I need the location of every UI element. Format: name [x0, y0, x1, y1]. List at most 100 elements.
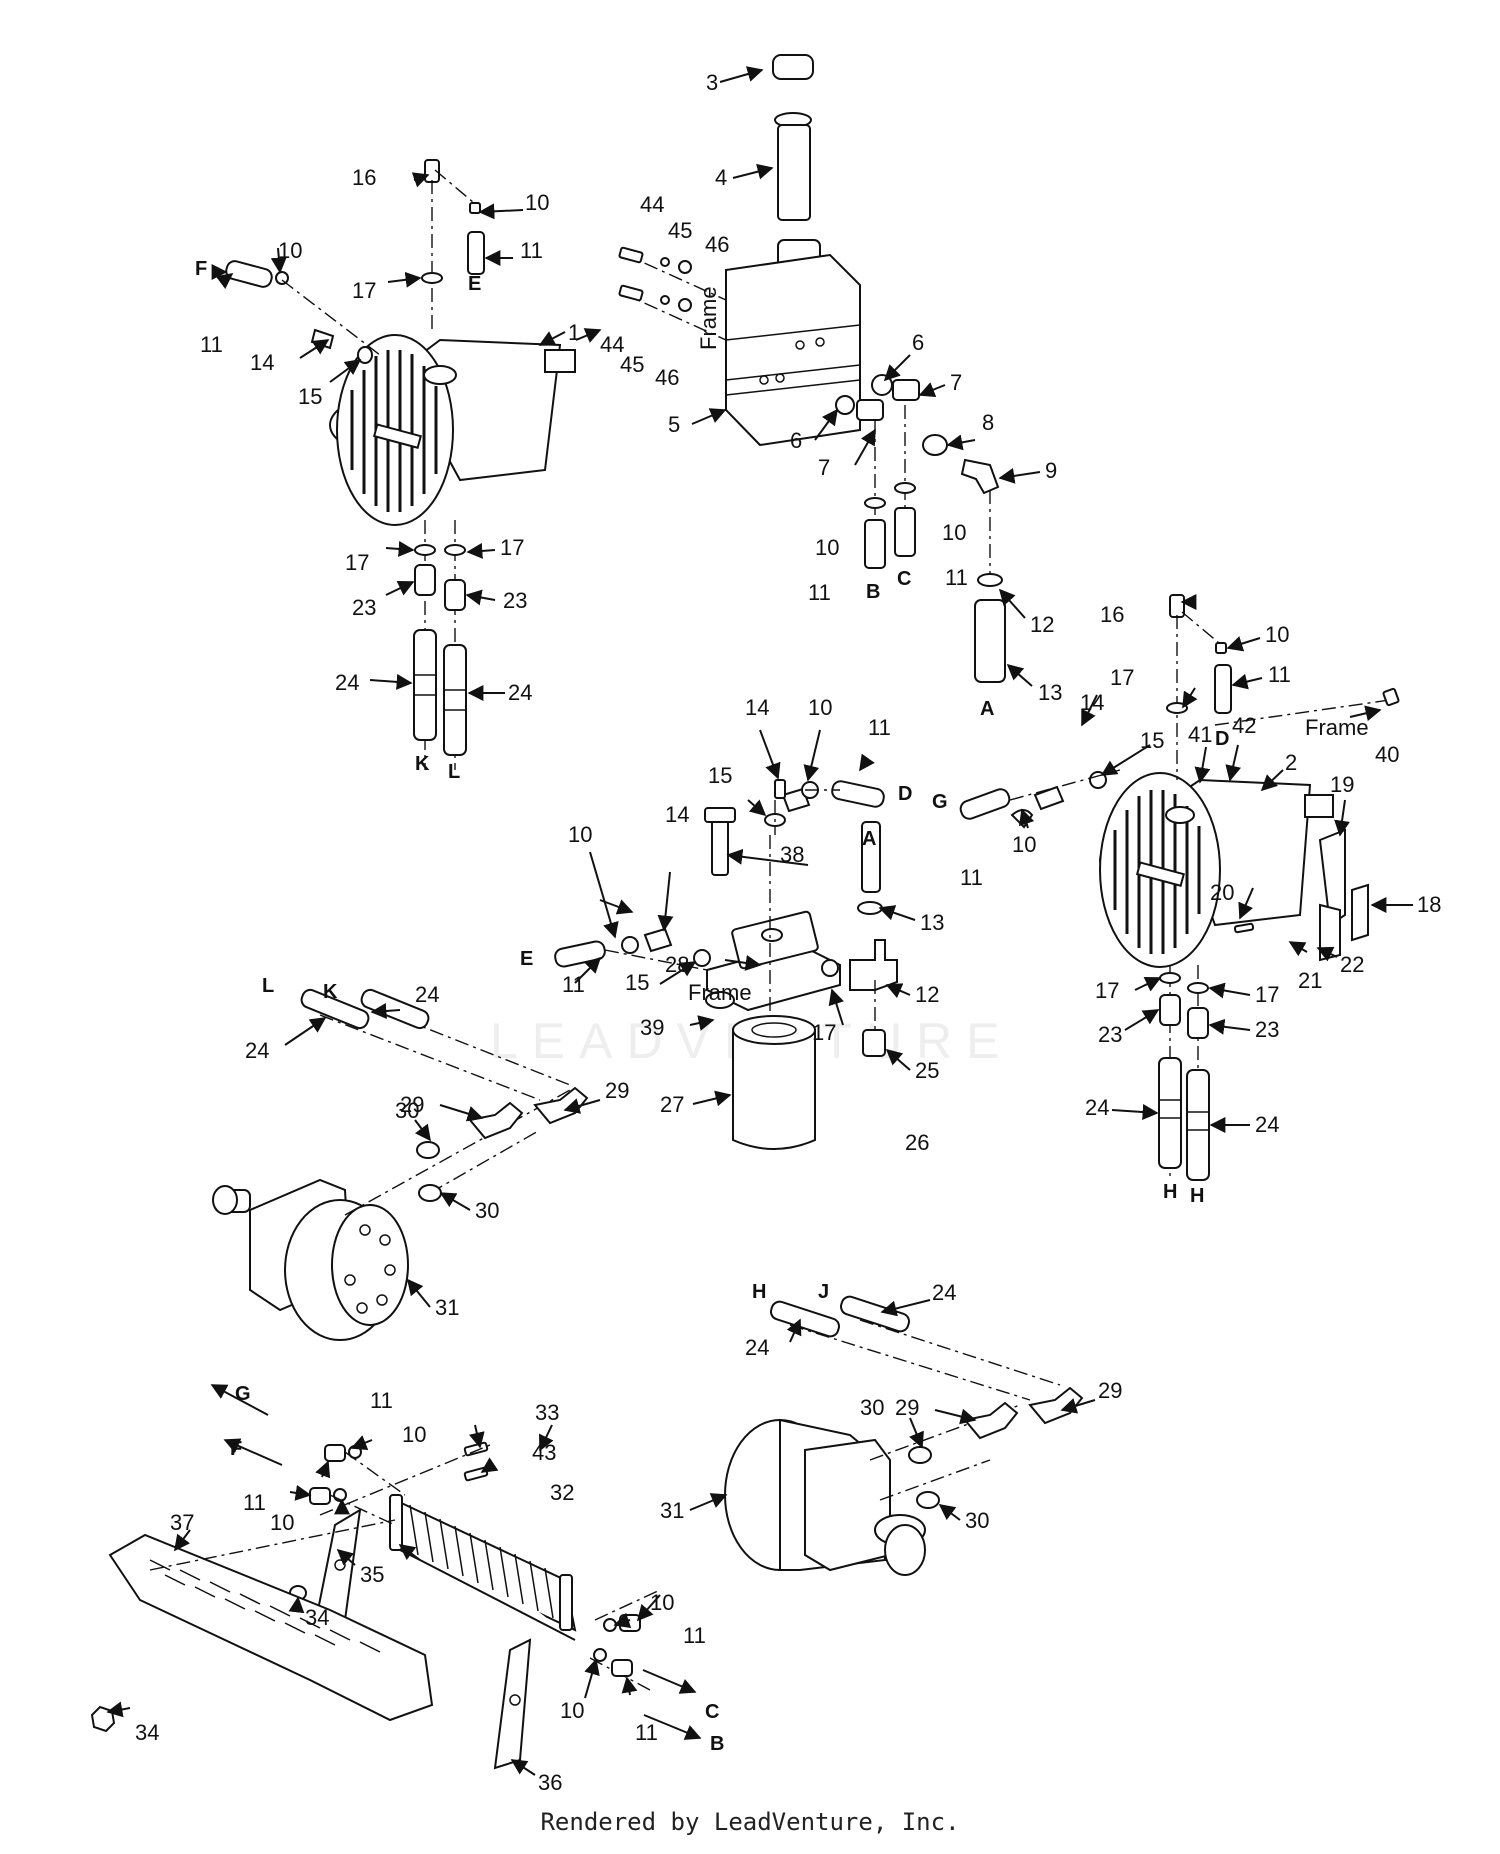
- callout-16-left: 16: [352, 165, 376, 190]
- frame-label-right: Frame: [1305, 715, 1369, 740]
- connector-f-left: F: [195, 258, 207, 280]
- callout-4: 4: [715, 165, 727, 190]
- callout-29-lm-b: 29: [605, 1078, 629, 1103]
- callout-34-a: 34: [305, 1605, 329, 1630]
- callout-45b: 45: [620, 352, 644, 377]
- callout-46b: 46: [655, 365, 679, 390]
- connector-l-lm: L: [262, 975, 274, 997]
- connector-a-res: A: [980, 698, 994, 720]
- callout-31-lm: 31: [435, 1295, 459, 1320]
- callout-27: 27: [660, 1092, 684, 1117]
- callout-24-lm-b: 24: [245, 1038, 269, 1063]
- callout-11-right-top: 11: [1268, 662, 1291, 687]
- callout-11-cooler-f: 11: [243, 1490, 266, 1515]
- callout-7a: 7: [950, 370, 962, 395]
- callout-11-filter-a: 11: [868, 715, 891, 740]
- callout-17-right-a: 17: [1095, 978, 1119, 1003]
- connector-b-cooler: B: [710, 1733, 724, 1755]
- callout-24-left-b: 24: [508, 680, 532, 705]
- connector-d-filter: D: [898, 783, 912, 805]
- callout-13-filter: 13: [920, 910, 944, 935]
- callout-23-right-a: 23: [1098, 1022, 1122, 1047]
- connector-j-right: H: [1163, 1181, 1177, 1203]
- callout-29-lm-a: 29: [400, 1092, 424, 1117]
- callout-11-right: 11: [960, 865, 983, 890]
- callout-24-right-b: 24: [1255, 1112, 1279, 1137]
- callout-10-cooler-f: 10: [270, 1510, 294, 1535]
- hydraulic-reservoir: [618, 54, 1006, 683]
- callout-44a: 44: [640, 192, 664, 217]
- right-wheel-motor: [724, 1295, 1084, 1576]
- frame-label-filter: Frame: [688, 980, 752, 1005]
- callout-17-filter: 17: [812, 1020, 836, 1045]
- connector-d-right: D: [1215, 728, 1229, 750]
- callout-10-cooler-c: 10: [560, 1698, 584, 1723]
- leader-arrows: [106, 66, 1413, 1776]
- connector-c-res: C: [897, 568, 911, 590]
- callout-30-rm-b: 30: [965, 1508, 989, 1533]
- callout-11-res-c: 11: [945, 565, 968, 590]
- callout-24-rm-b: 24: [745, 1335, 769, 1360]
- callout-15-left: 15: [298, 384, 322, 409]
- callout-15-filter-b: 15: [625, 970, 649, 995]
- connector-h-right: H: [1190, 1185, 1204, 1207]
- callout-19: 19: [1330, 772, 1354, 797]
- callout-25: 25: [915, 1058, 939, 1083]
- callout-20: 20: [1210, 880, 1234, 905]
- callout-23-left-a: 23: [352, 595, 376, 620]
- connector-k-lm: K: [323, 981, 338, 1003]
- callout-29-rm-a: 29: [895, 1395, 919, 1420]
- callout-11-left-top: 11: [520, 238, 543, 263]
- callout-11-cooler-c: 11: [635, 1720, 658, 1745]
- connector-b-res: B: [866, 581, 880, 603]
- right-pump-fittings: [959, 594, 1400, 1181]
- callout-42: 42: [1232, 713, 1256, 738]
- callout-11-left: 11: [200, 332, 223, 357]
- callout-10-res-b: 10: [815, 535, 839, 560]
- footer-credit: Rendered by LeadVenture, Inc.: [540, 1808, 960, 1836]
- callout-14-left: 14: [250, 350, 274, 375]
- right-hydro-pump: [1099, 772, 1369, 968]
- callout-8: 8: [982, 410, 994, 435]
- connector-letters: E F K L B C A D E A G D H H H H L K H J …: [195, 258, 1229, 1755]
- connector-g-cooler: G: [235, 1383, 251, 1405]
- callout-26: 26: [905, 1130, 929, 1155]
- callout-21: 21: [1298, 968, 1322, 993]
- connector-c-cooler: C: [705, 1701, 719, 1723]
- callout-9: 9: [1045, 458, 1057, 483]
- callout-10-cooler-g: 10: [402, 1422, 426, 1447]
- callout-6a: 6: [912, 330, 924, 355]
- callout-39: 39: [640, 1015, 664, 1040]
- callout-43: 43: [532, 1440, 556, 1465]
- callout-3: 3: [706, 70, 718, 95]
- callout-17-left-a: 17: [345, 550, 369, 575]
- callout-44b: 44: [600, 332, 624, 357]
- callout-31-rm: 31: [660, 1498, 684, 1523]
- callout-23-right-b: 23: [1255, 1017, 1279, 1042]
- callout-22: 22: [1340, 952, 1364, 977]
- callout-10-res-c: 10: [942, 520, 966, 545]
- callout-12-res: 12: [1030, 612, 1054, 637]
- callout-17-right-b: 17: [1255, 982, 1279, 1007]
- frame-label-reservoir: Frame: [696, 286, 721, 350]
- callout-46a: 46: [705, 232, 729, 257]
- callout-14-right: 14: [1080, 690, 1104, 715]
- left-hydro-pump: [329, 334, 576, 526]
- connector-g-right: G: [932, 791, 948, 813]
- callout-38: 38: [780, 842, 804, 867]
- callout-40: 40: [1375, 742, 1399, 767]
- left-wheel-motor: [212, 988, 589, 1341]
- callout-36: 36: [538, 1770, 562, 1795]
- connector-j-rm: J: [818, 1281, 829, 1303]
- callout-11-res-b: 11: [808, 580, 831, 605]
- callout-12-filter: 12: [915, 982, 939, 1007]
- callout-45a: 45: [668, 218, 692, 243]
- callout-24-left-a: 24: [335, 670, 359, 695]
- callout-37: 37: [170, 1510, 194, 1535]
- callout-15-filter-a: 15: [708, 763, 732, 788]
- callout-11-filter-b: 11: [562, 972, 585, 997]
- callout-13-res: 13: [1038, 680, 1062, 705]
- callout-28: 28: [665, 952, 689, 977]
- callout-30-rm-a: 30: [860, 1395, 884, 1420]
